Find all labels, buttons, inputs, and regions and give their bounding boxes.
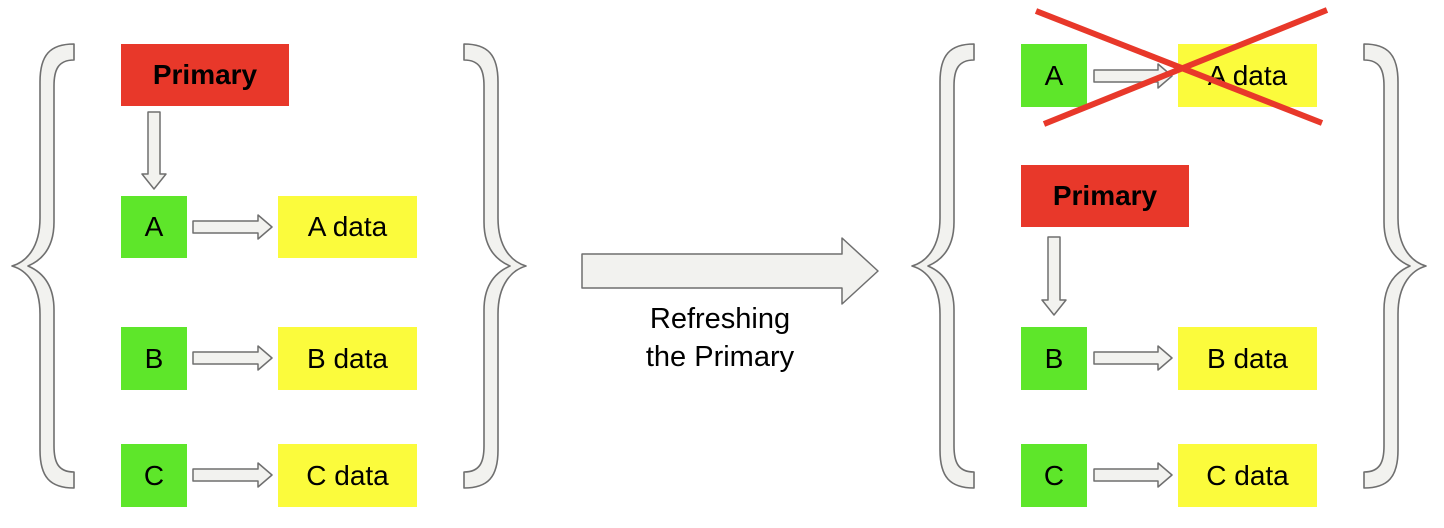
right-b-to-data-arrow [1093,345,1173,371]
caption-line-1: Refreshing [649,303,791,335]
left-open-brace [11,43,75,489]
left-data-c: C data [278,444,417,507]
left-node-b: B [121,327,187,390]
right-removed-node-a: A [1021,44,1087,107]
left-primary-to-a-arrow [141,111,167,190]
right-data-c: C data [1178,444,1317,507]
transition-caption: Refreshing the Primary [600,300,840,376]
right-primary-to-b-arrow [1041,236,1067,316]
left-primary-box: Primary [121,44,289,106]
right-primary-box: Primary [1021,165,1189,227]
left-c-to-data-arrow [192,462,273,488]
left-data-a: A data [278,196,417,258]
left-node-a: A [121,196,187,258]
right-close-brace [1363,43,1427,489]
left-node-c: C [121,444,187,507]
right-node-c: C [1021,444,1087,507]
left-a-to-data-arrow [192,214,273,240]
right-a-to-data-arrow [1093,63,1173,89]
right-node-b: B [1021,327,1087,390]
left-data-b: B data [278,327,417,390]
transition-arrow [581,237,879,305]
right-data-b: B data [1178,327,1317,390]
left-close-brace [463,43,527,489]
right-removed-data-a: A data [1178,44,1317,107]
right-c-to-data-arrow [1093,462,1173,488]
right-open-brace [911,43,975,489]
left-b-to-data-arrow [192,345,273,371]
caption-line-2: the Primary [645,341,795,373]
